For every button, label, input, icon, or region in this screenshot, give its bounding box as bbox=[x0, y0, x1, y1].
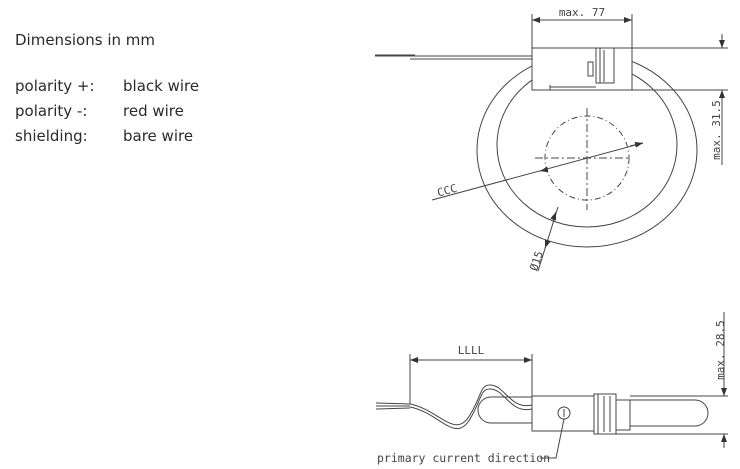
legend-row-polarity-plus: polarity +: black wire bbox=[15, 74, 199, 99]
slot-right bbox=[630, 399, 709, 427]
current-leader bbox=[540, 418, 565, 459]
wire-legend: Dimensions in mm polarity +: black wire … bbox=[15, 30, 199, 149]
housing bbox=[531, 47, 633, 91]
legend-row-shielding: shielding: bare wire bbox=[15, 124, 199, 149]
cable-wave bbox=[409, 384, 533, 426]
side-view bbox=[375, 312, 728, 459]
primary-current-label: primary current direction bbox=[377, 451, 550, 465]
legend-key: polarity -: bbox=[15, 102, 88, 120]
legend-key: shielding: bbox=[15, 127, 88, 145]
cable-leader bbox=[431, 142, 644, 201]
legend-key: polarity +: bbox=[15, 77, 95, 95]
top-view bbox=[375, 14, 728, 272]
units-note: Dimensions in mm bbox=[15, 31, 155, 49]
hole-dim-label: Ø15 bbox=[527, 249, 546, 272]
legend-value: red wire bbox=[123, 102, 184, 120]
legend-row-polarity-minus: polarity -: red wire bbox=[15, 99, 199, 124]
dim-height-label: max. 31.5 bbox=[710, 100, 723, 160]
cable-label: CCC bbox=[436, 182, 459, 200]
legend-value: black wire bbox=[123, 77, 200, 95]
legend-value: bare wire bbox=[123, 127, 194, 145]
connector bbox=[593, 393, 617, 435]
dim-length-label: LLLL bbox=[458, 344, 485, 357]
dim-width-label: max. 77 bbox=[559, 6, 605, 19]
dim-side-height-label: max. 28.5 bbox=[714, 320, 727, 380]
